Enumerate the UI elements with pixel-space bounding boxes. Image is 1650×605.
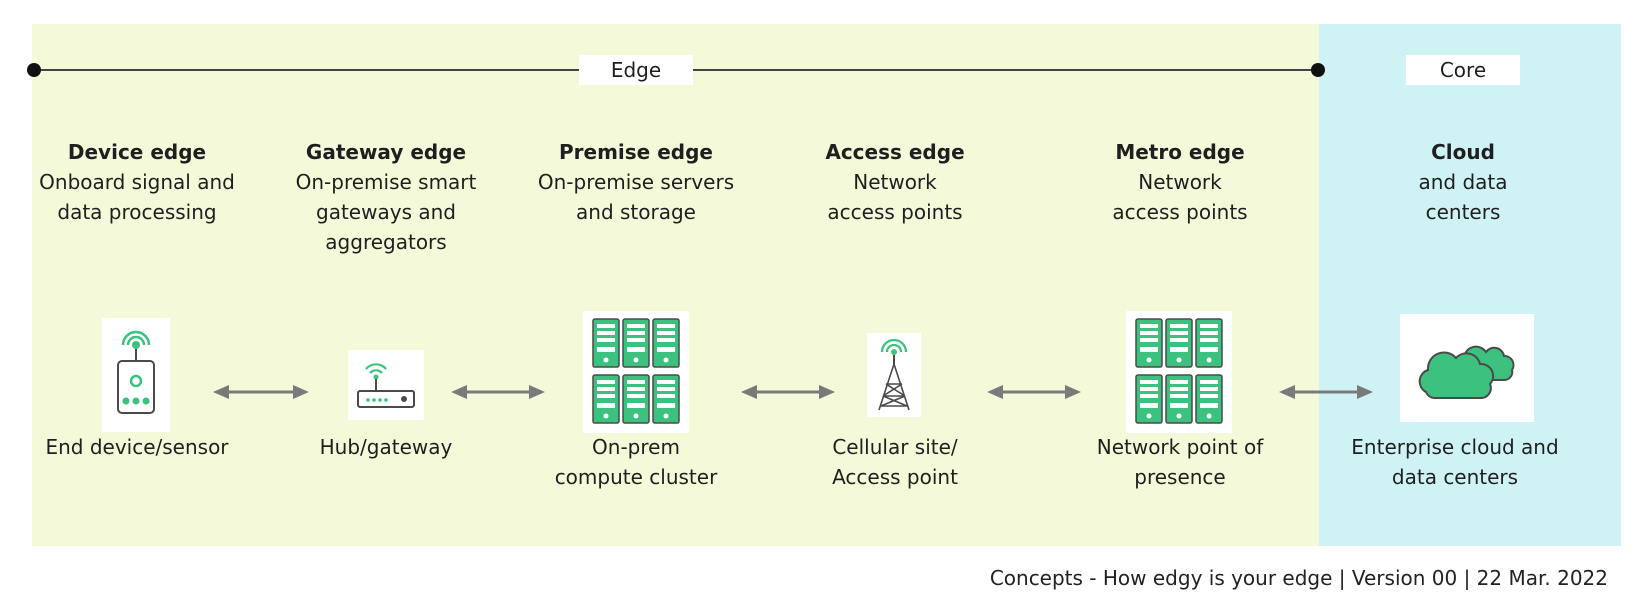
node-caption: On-prem compute cluster: [516, 432, 756, 492]
tier-title: Cloud: [1431, 140, 1495, 164]
edge-zone: [32, 24, 1319, 546]
node-caption: Hub/gateway: [319, 435, 453, 459]
server-cluster-icon: [1126, 311, 1232, 433]
server-cluster-icon: [583, 311, 689, 433]
tier-access-edge: Access edge Network access points: [775, 137, 1015, 227]
core-zone-label: Core: [1406, 55, 1520, 85]
node-caption: Enterprise cloud and data centers: [1330, 432, 1580, 492]
bidirectional-arrow-icon: [1279, 385, 1373, 399]
bidirectional-arrow-icon: [741, 385, 835, 399]
footer-note: Concepts - How edgy is your edge | Versi…: [989, 566, 1608, 590]
tier-description: and data centers: [1418, 170, 1508, 224]
node-caption-text: Network point of presence: [1096, 435, 1264, 489]
edge-start-dot: [27, 63, 41, 77]
tier-description: On-premise servers and storage: [537, 170, 735, 224]
tier-description: Onboard signal and data processing: [39, 170, 235, 224]
node-caption-text: Enterprise cloud and data centers: [1351, 435, 1559, 489]
node-caption-text: Cellular site/ Access point: [832, 435, 958, 489]
tier-description: On-premise smart gateways and aggregator…: [295, 170, 477, 254]
tier-description: Network access points: [1112, 170, 1248, 224]
node-caption: Network point of presence: [1060, 432, 1300, 492]
bidirectional-arrow-icon: [987, 385, 1081, 399]
cell-tower-icon: [867, 333, 921, 417]
bidirectional-arrow-icon: [451, 385, 545, 399]
tier-title: Access edge: [825, 140, 965, 164]
tier-gateway-edge: Gateway edge On-premise smart gateways a…: [266, 137, 506, 257]
node-caption: End device/sensor: [45, 435, 229, 459]
node-caption: Cellular site/ Access point: [775, 432, 1015, 492]
tier-title: Device edge: [67, 140, 207, 164]
tier-premise-edge: Premise edge On-premise servers and stor…: [516, 137, 756, 227]
tier-metro-edge: Metro edge Network access points: [1060, 137, 1300, 227]
edge-zone-label: Edge: [579, 55, 693, 85]
tier-description: Network access points: [827, 170, 963, 224]
tier-device-edge: Device edge Onboard signal and data proc…: [17, 137, 257, 227]
core-zone: [1319, 24, 1621, 546]
node-caption-text: On-prem compute cluster: [554, 435, 718, 489]
router-icon: [348, 350, 424, 420]
bidirectional-arrow-icon: [213, 385, 309, 399]
tier-cloud: Cloud and data centers: [1343, 137, 1583, 227]
tier-title: Premise edge: [559, 140, 713, 164]
tier-title: Metro edge: [1115, 140, 1245, 164]
edge-end-dot: [1311, 63, 1325, 77]
tier-title: Gateway edge: [305, 140, 467, 164]
cloud-icon: [1400, 314, 1534, 422]
sensor-icon: [102, 318, 170, 432]
